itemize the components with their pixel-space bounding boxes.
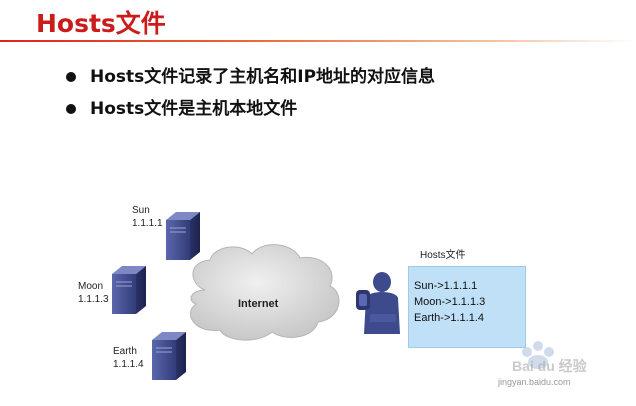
page-title: Hosts文件: [36, 9, 166, 38]
internet-label: Internet: [238, 298, 279, 310]
host-ip-label: 1.1.1.3: [78, 294, 109, 305]
bullet-text: Hosts文件记录了主机名和IP地址的对应信息: [90, 67, 436, 87]
bullet-item: Hosts文件是主机本地文件: [66, 98, 435, 130]
hosts-file-note: [408, 266, 526, 348]
host-ip-label: 1.1.1.1: [132, 218, 163, 229]
user-person-icon: [356, 272, 400, 334]
host-name-label: Earth: [113, 346, 137, 357]
bullet-text: Hosts文件是主机本地文件: [90, 99, 298, 119]
baidu-watermark-icon: [522, 341, 554, 369]
watermark-url: jingyan.baidu.com: [498, 377, 571, 387]
bullet-list: Hosts文件记录了主机名和IP地址的对应信息 Hosts文件是主机本地文件: [66, 66, 435, 130]
bullet-item: Hosts文件记录了主机名和IP地址的对应信息: [66, 66, 435, 98]
server-earth-icon: [152, 332, 186, 380]
server-sun-icon: [166, 212, 200, 260]
server-moon-icon: [112, 266, 146, 314]
hosts-entry: Moon->1.1.1.3: [414, 296, 486, 308]
title-divider: [0, 40, 636, 42]
bullet-dot-icon: [66, 104, 76, 114]
bullet-dot-icon: [66, 72, 76, 82]
internet-cloud-icon: [190, 244, 340, 341]
host-name-label: Moon: [78, 281, 104, 292]
host-ip-label: 1.1.1.4: [113, 359, 144, 370]
hosts-entry: Sun->1.1.1.1: [414, 280, 478, 292]
hosts-file-label: Hosts文件: [420, 250, 466, 261]
host-name-label: Sun: [132, 205, 150, 216]
watermark-brand: Bai du 经验: [512, 358, 587, 374]
hosts-entry: Earth->1.1.1.4: [414, 312, 485, 324]
